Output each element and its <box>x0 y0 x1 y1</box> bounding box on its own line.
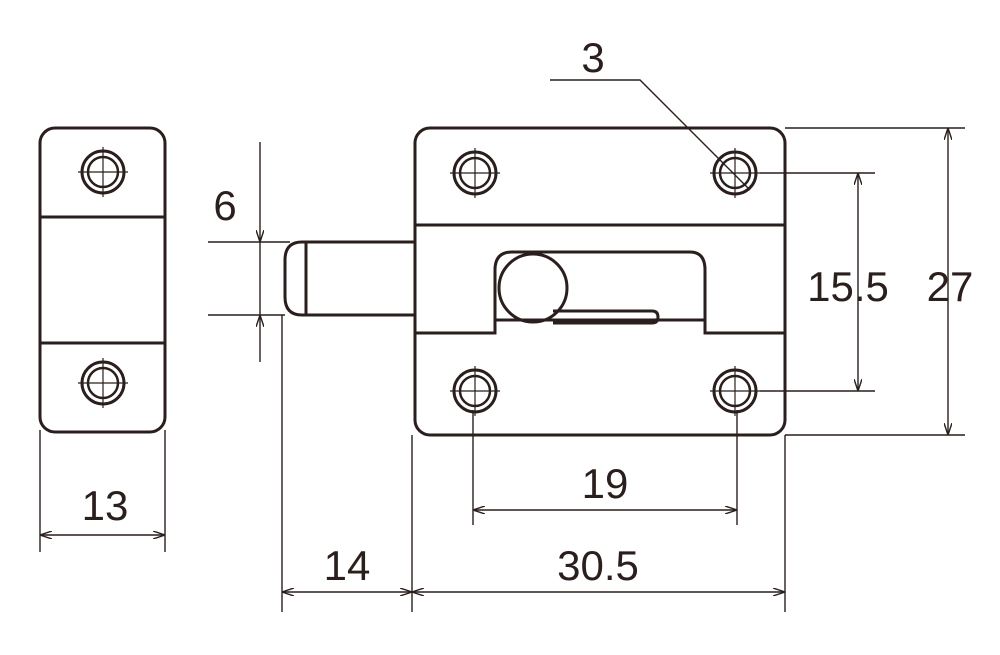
screw-hole-icon <box>78 358 128 408</box>
bolt-handle <box>553 309 660 325</box>
screw-hole-icon <box>78 147 128 197</box>
screw-hole-icon <box>710 366 760 416</box>
dim-plate-height: 27 <box>927 263 974 310</box>
dim-bolt-projection: 14 <box>324 542 371 589</box>
screw-hole-icon <box>450 148 500 198</box>
bolt-plate <box>413 126 787 437</box>
dim-bolt-diameter: 6 <box>213 182 236 229</box>
bolt-knob <box>497 252 569 324</box>
screw-hole-icon <box>450 366 500 416</box>
dim-hole-spacing-horizontal: 19 <box>582 460 629 507</box>
screw-hole-icon <box>710 148 760 198</box>
dim-strike-width: 13 <box>82 482 129 529</box>
dim-hole-spacing-vertical: 15.5 <box>807 263 889 310</box>
bolt <box>283 240 415 317</box>
dim-plate-width: 30.5 <box>557 542 639 589</box>
dim-hole-diameter: 3 <box>581 34 604 81</box>
dimension-lines <box>39 79 965 612</box>
strike-plate <box>38 126 167 434</box>
